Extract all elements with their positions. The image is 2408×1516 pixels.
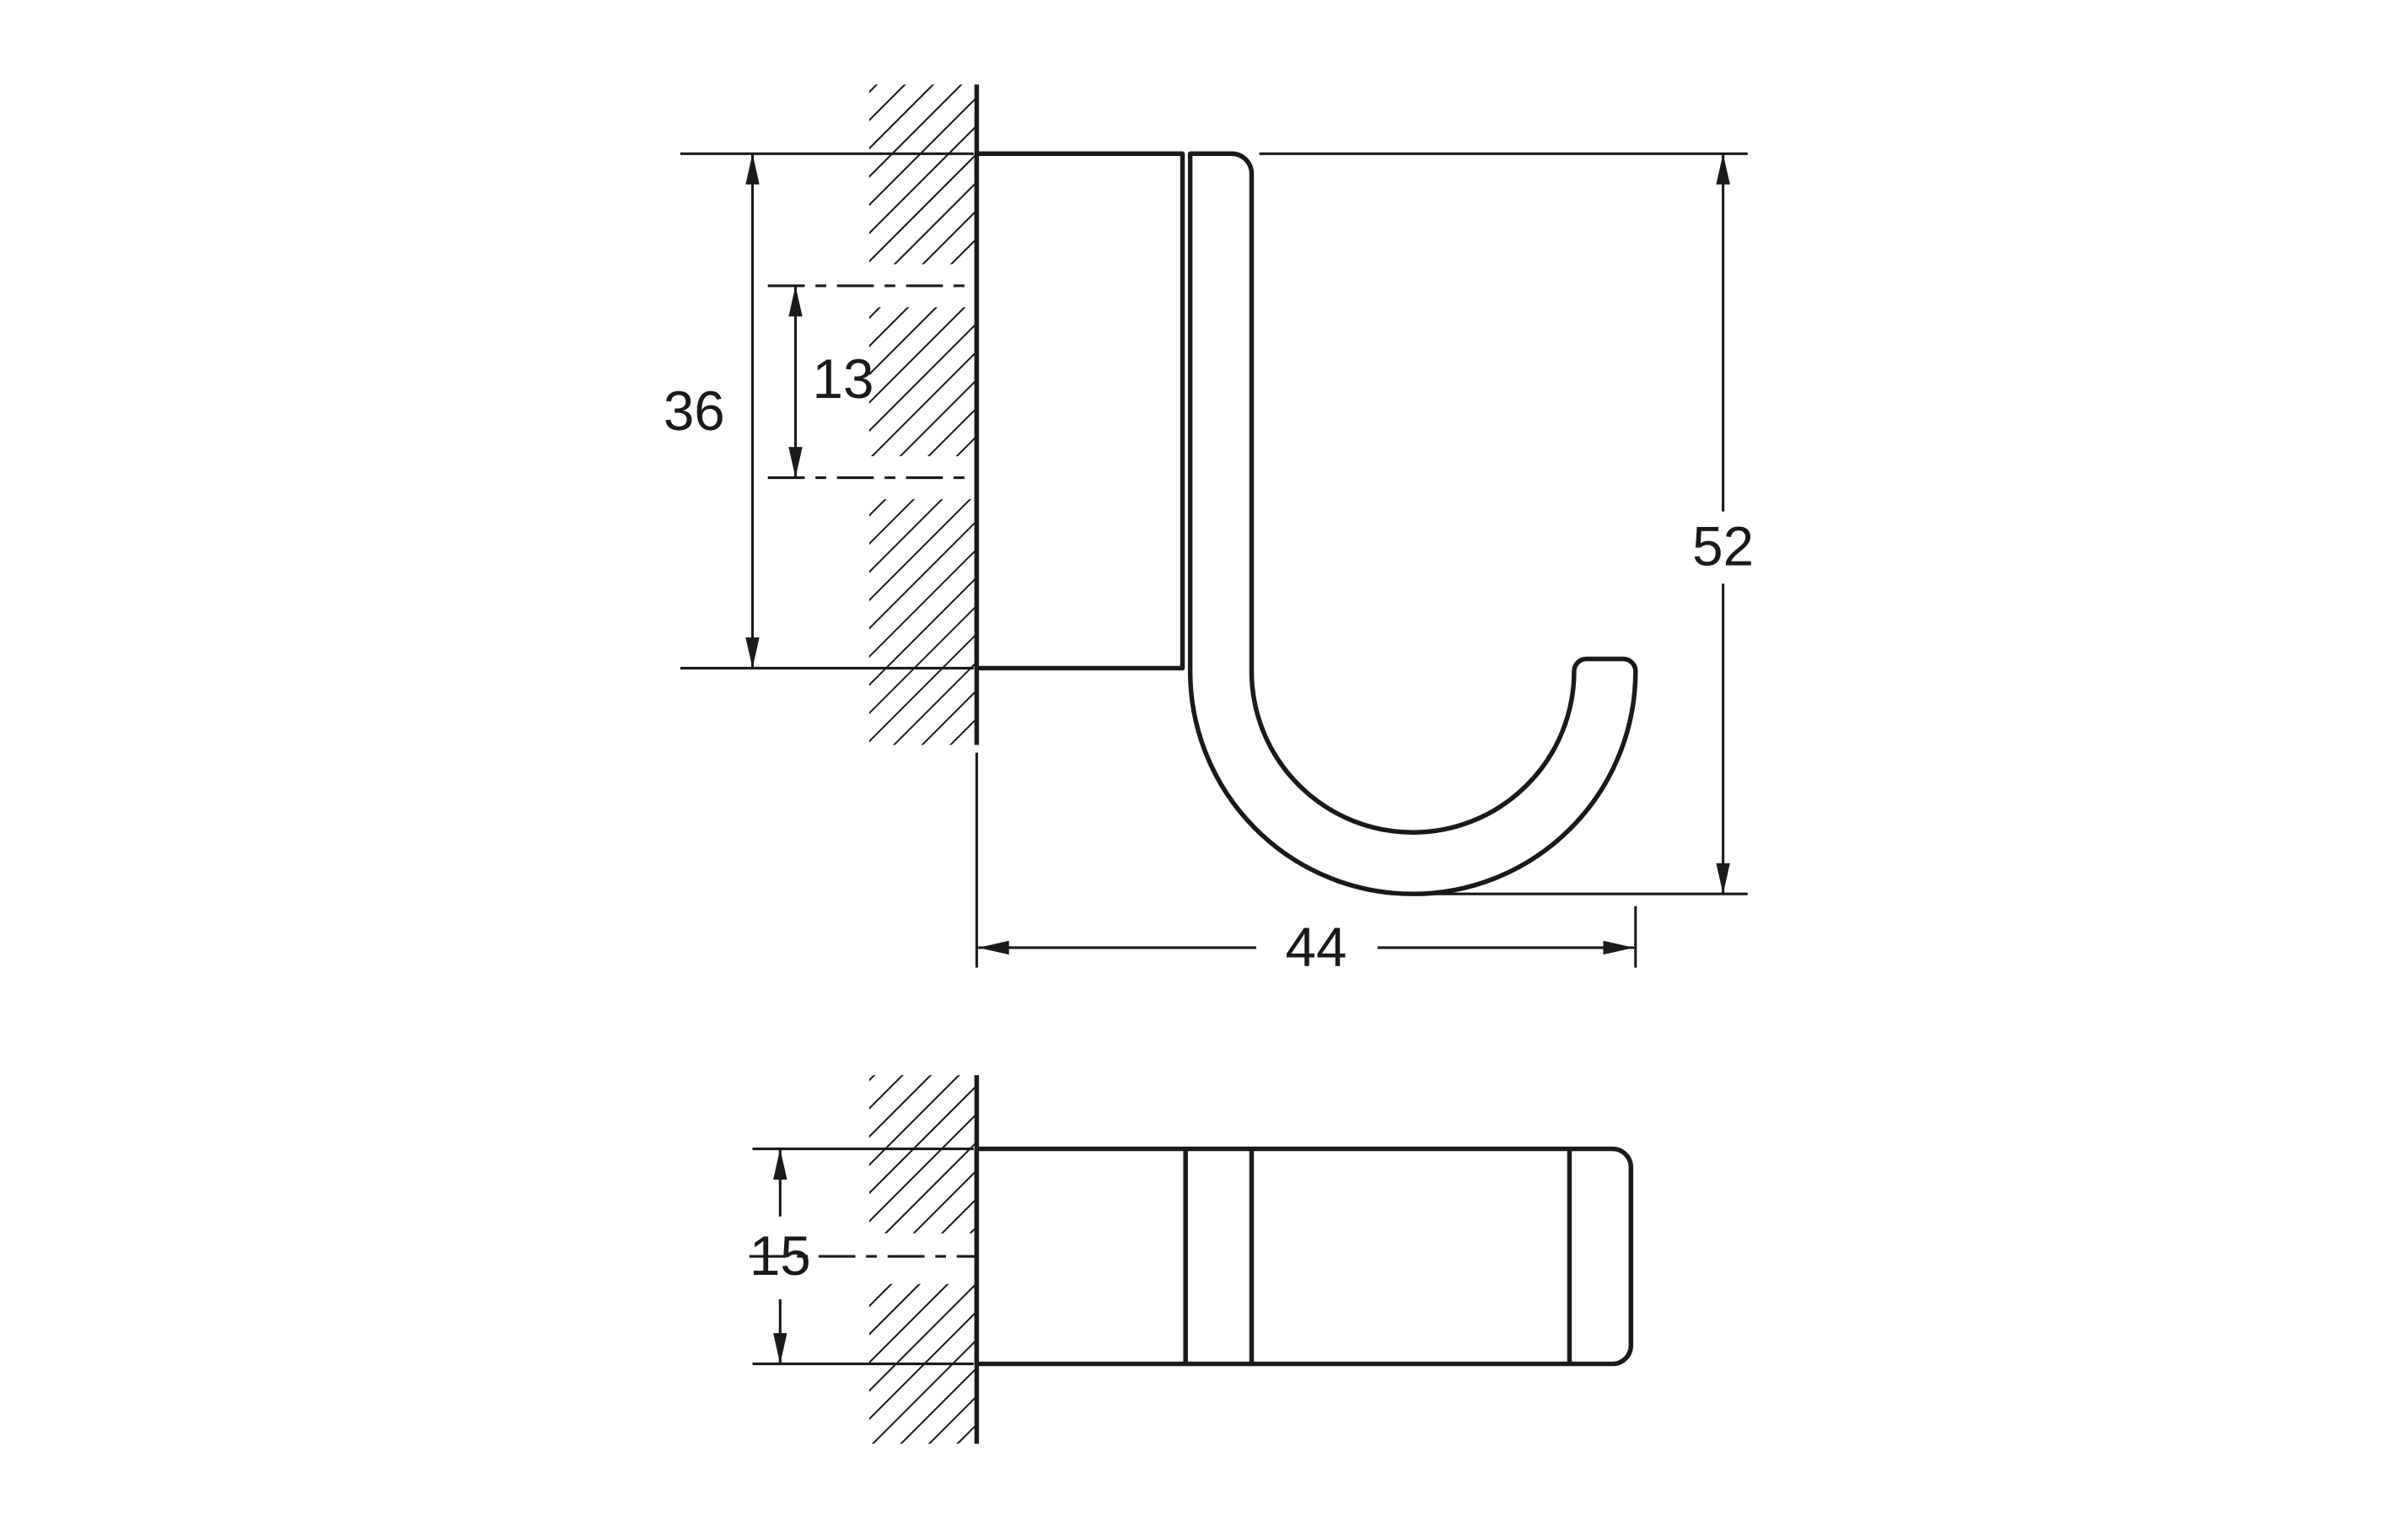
side-view: 36 13 52: [664, 84, 1754, 978]
dim-overall-projection: 44: [975, 752, 1637, 978]
arrow-up-icon: [773, 1148, 787, 1180]
dim-label-44: 44: [1285, 917, 1346, 978]
arrow-down-icon: [745, 637, 760, 669]
arrow-left-icon: [978, 940, 1009, 955]
bottom-view: 15: [750, 1075, 1634, 1444]
dim-label-13: 13: [812, 348, 873, 410]
arrow-right-icon: [1603, 940, 1634, 955]
dim-overall-height: 52: [1259, 152, 1754, 895]
dim-label-52: 52: [1692, 515, 1754, 577]
dim-hole-spacing: 13: [788, 285, 873, 478]
arrow-up-icon: [745, 153, 760, 185]
wall-hatch-middle: [868, 307, 977, 457]
dim-plate-height: 36: [664, 152, 974, 669]
hook-plan-outline: [974, 1146, 1634, 1367]
wall-section-side: [868, 84, 980, 745]
hook-side-profile: [974, 151, 1638, 896]
arrow-up-icon: [788, 285, 803, 317]
dim-body-width: 15: [750, 1148, 974, 1366]
arrow-down-icon: [788, 447, 803, 478]
wall-section-bottom: [868, 1075, 980, 1444]
arrow-down-icon: [1716, 863, 1730, 895]
arrow-up-icon: [1716, 153, 1730, 185]
dim-label-36: 36: [664, 380, 725, 442]
wall-hatch-top: [868, 1075, 977, 1234]
arrow-down-icon: [773, 1333, 787, 1364]
hook-body-plan: [974, 1146, 1634, 1367]
wall-hatch-bottom: [868, 499, 977, 745]
dim-label-15: 15: [750, 1225, 811, 1287]
wall-hatch-top: [868, 84, 977, 265]
mounting-plate: [974, 151, 1185, 671]
hook-arm: [1187, 151, 1638, 896]
